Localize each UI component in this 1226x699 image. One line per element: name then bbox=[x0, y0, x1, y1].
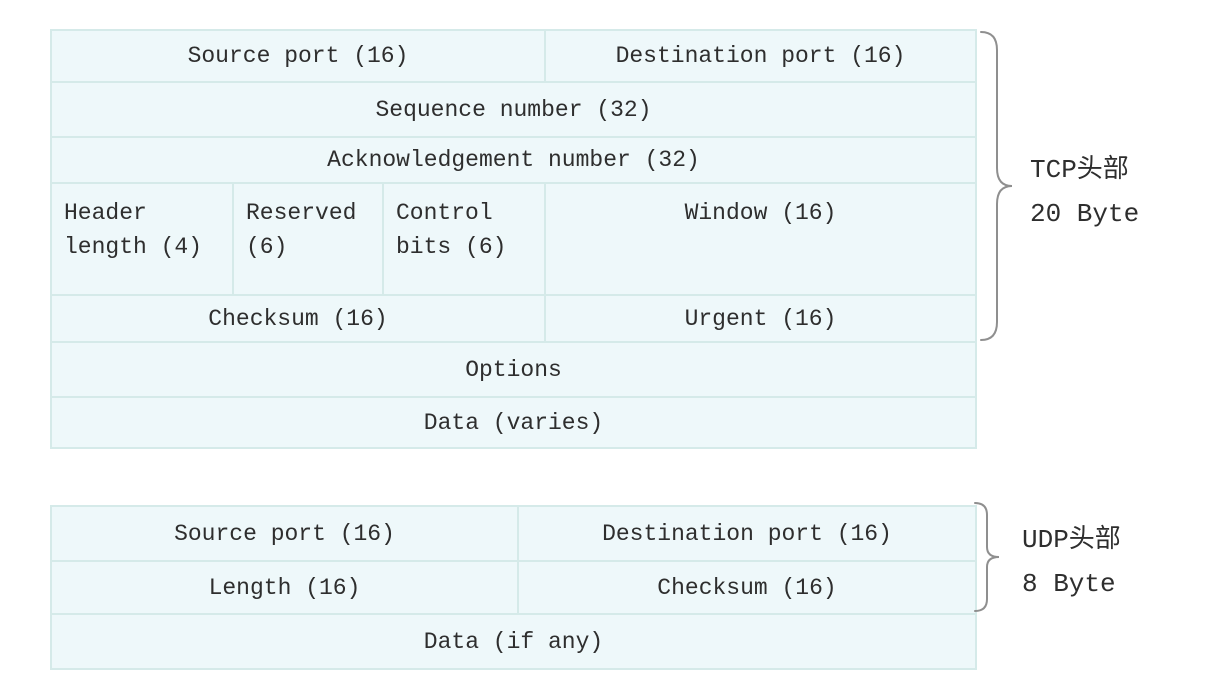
tcp-acknowledgement-number-cell: Acknowledgement number (32) bbox=[52, 138, 975, 182]
udp-destination-port-cell: Destination port (16) bbox=[519, 507, 975, 560]
tcp-source-port-cell: Source port (16) bbox=[52, 31, 544, 81]
tcp-header-table: Source port (16) Destination port (16) S… bbox=[50, 29, 977, 449]
udp-header-brace bbox=[974, 502, 1000, 612]
tcp-destination-port-cell: Destination port (16) bbox=[546, 31, 975, 81]
tcp-window-cell: Window (16) bbox=[546, 184, 975, 294]
udp-header-label-line1: UDP头部 bbox=[1022, 525, 1121, 555]
udp-checksum-cell: Checksum (16) bbox=[519, 562, 975, 613]
udp-length-cell: Length (16) bbox=[52, 562, 517, 613]
udp-header-table: Source port (16) Destination port (16) L… bbox=[50, 505, 977, 670]
tcp-header-label-line2: 20 Byte bbox=[1030, 199, 1140, 229]
tcp-sequence-number-cell: Sequence number (32) bbox=[52, 83, 975, 136]
tcp-header-label: TCP头部 20 Byte bbox=[1030, 148, 1139, 236]
tcp-checksum-cell: Checksum (16) bbox=[52, 296, 544, 341]
udp-header-label: UDP头部 8 Byte bbox=[1022, 518, 1121, 606]
tcp-header-label-line1: TCP头部 bbox=[1030, 155, 1129, 185]
tcp-reserved-cell: Reserved (6) bbox=[234, 184, 382, 294]
udp-data-cell: Data (if any) bbox=[52, 615, 975, 668]
udp-source-port-cell: Source port (16) bbox=[52, 507, 517, 560]
tcp-header-length-cell: Header length (4) bbox=[52, 184, 232, 294]
udp-header-label-line2: 8 Byte bbox=[1022, 569, 1116, 599]
tcp-data-cell: Data (varies) bbox=[52, 398, 975, 447]
tcp-control-bits-cell: Control bits (6) bbox=[384, 184, 544, 294]
tcp-urgent-cell: Urgent (16) bbox=[546, 296, 975, 341]
tcp-header-brace bbox=[980, 31, 1013, 341]
tcp-options-cell: Options bbox=[52, 343, 975, 396]
